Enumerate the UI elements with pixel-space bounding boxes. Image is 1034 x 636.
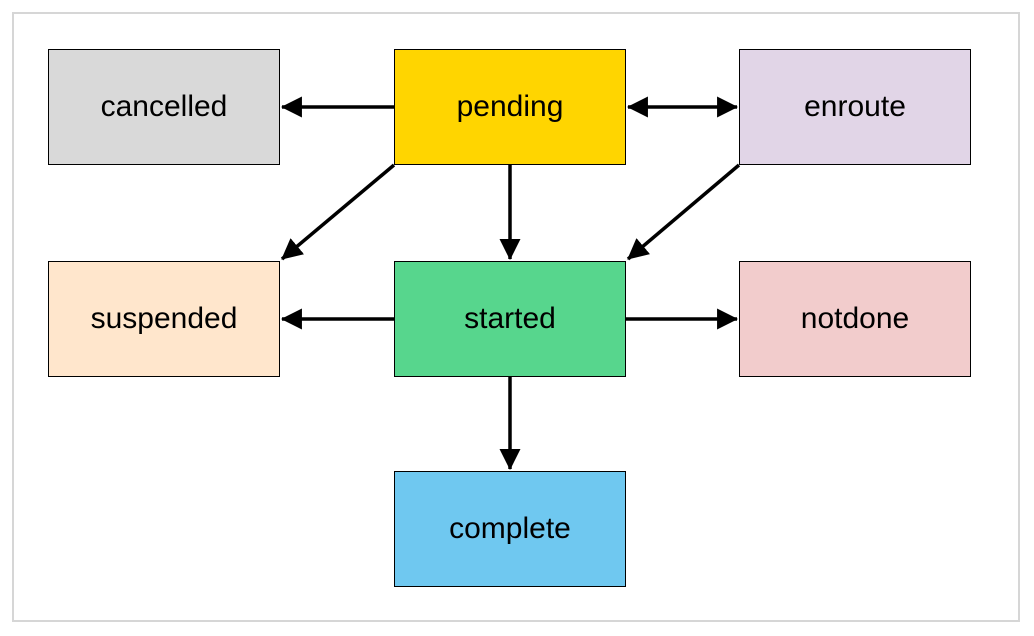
node-cancelled: cancelled — [48, 49, 280, 165]
node-enroute-label: enroute — [804, 90, 906, 123]
node-started: started — [394, 261, 626, 377]
edge-pending-suspended — [280, 163, 396, 261]
node-complete-label: complete — [449, 512, 571, 545]
node-pending: pending — [394, 49, 626, 165]
node-complete: complete — [394, 471, 626, 587]
node-pending-label: pending — [456, 90, 564, 123]
node-cancelled-label: cancelled — [100, 90, 228, 123]
node-started-label: started — [464, 302, 556, 335]
node-suspended-label: suspended — [90, 302, 238, 335]
node-notdone-label: notdone — [800, 302, 910, 335]
node-enroute: enroute — [739, 49, 971, 165]
edge-enroute-started — [626, 163, 741, 261]
node-notdone: notdone — [739, 261, 971, 377]
node-suspended: suspended — [48, 261, 280, 377]
